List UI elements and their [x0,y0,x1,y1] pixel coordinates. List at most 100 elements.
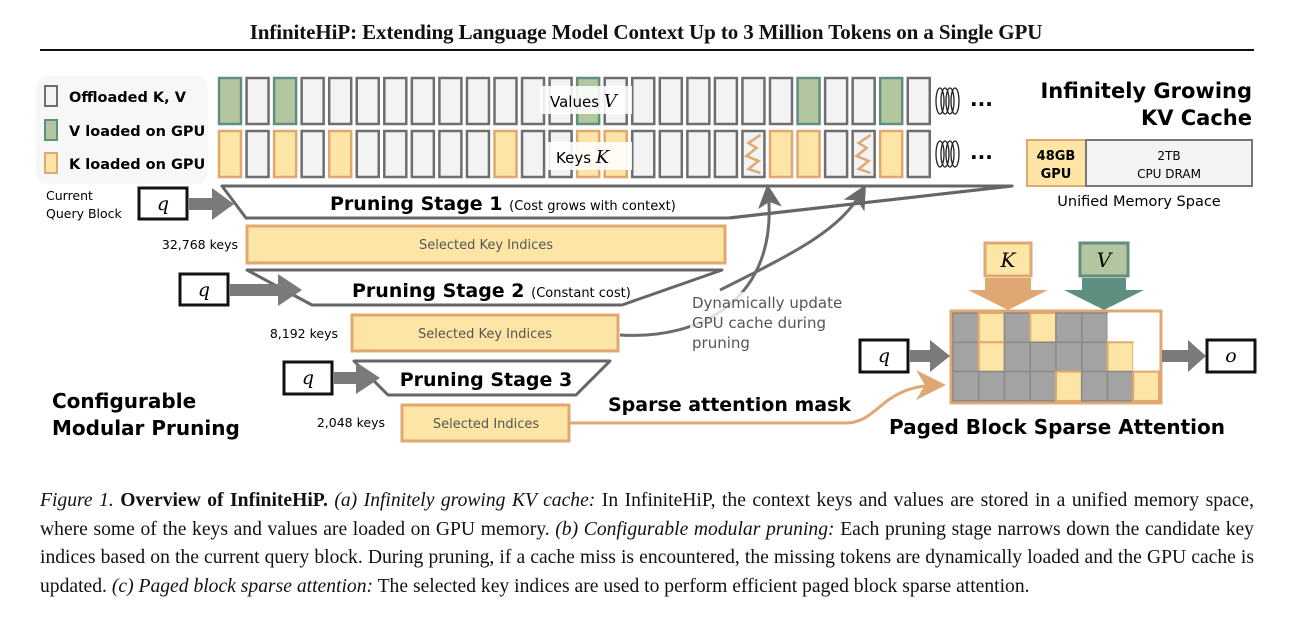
attention-block-masked [1029,341,1057,373]
stage2-keys-count: 8,192 keys [270,326,338,341]
attention-block-empty [1133,342,1159,372]
caption-b-head: (b) Configurable modular pruning: [555,518,835,540]
output-box [1205,338,1257,374]
query-arrow-1-icon [189,188,234,220]
attention-block-selected [977,312,1006,344]
keys-cell-offloaded [245,129,270,179]
attention-mask-grid [952,312,1160,402]
attention-block-masked [952,370,980,402]
keys-cell-offloaded [300,129,325,179]
attention-block-masked [1003,341,1031,373]
pruning-stage-2: Pruning Stage 2 (Constant cost) [245,268,724,307]
legend-label: Offloaded K, V [69,90,187,106]
values-cell-offloaded [465,76,491,126]
current-query-label-line2: Query Block [46,206,123,221]
k-down-arrow-icon [968,278,1048,310]
keys-cell-loaded [217,129,243,179]
legend-label: V loaded on GPU [69,124,205,140]
legend-background [36,76,208,184]
caption-a-head: (a) Infinitely growing KV cache: [334,490,596,511]
attention-block-masked [1106,370,1134,402]
attention-block-empty [1133,313,1159,343]
v-swatch-icon [44,119,58,141]
sparse-mask-arrow [570,370,946,425]
keys-cell-offloaded [658,129,684,179]
stage3-title: Pruning Stage 3 [400,369,573,391]
keys-cell-offloaded [823,129,849,179]
query-box [858,338,910,374]
values-cell-offloaded [658,76,684,126]
keys-cell-offloaded [465,129,491,179]
cpu-memory-label: CPU DRAM [1137,167,1201,181]
keys-cell-loaded [878,129,904,179]
keys-cell-offloaded [438,129,463,179]
legend-item-v: V loaded on GPU [44,119,205,141]
caption-figure-number: Figure 1. [40,490,114,511]
stage2-title: Pruning Stage 2 (Constant cost) [352,280,631,302]
v-input-symbol: V [1097,248,1114,272]
stage1-output-label: Selected Key Indices [419,238,553,253]
legend-item-offloaded: Offloaded K, V [44,85,187,107]
unified-memory-label: Unified Memory Space [1057,194,1221,210]
dynamic-note-line3: pruning [692,334,750,352]
gpu-memory-segment [1026,139,1087,187]
stage1-keys-count: 32,768 keys [162,237,238,252]
values-cell-loaded [796,76,821,126]
stage1-title: Pruning Stage 1 (Cost grows with context… [330,193,676,215]
values-cell-offloaded [438,76,463,126]
caption-b-text: Each pruning stage narrows down the cand… [40,518,1254,597]
attention-block-masked [978,370,1006,402]
legend-item-k: K loaded on GPU [44,152,205,174]
keys-cell-offloaded [713,129,739,179]
values-cell-offloaded [686,76,711,126]
cpu-memory-size: 2TB [1157,149,1180,163]
attention-block-masked [1055,341,1083,373]
figure-header-title: InfiniteHiP: Extending Language Model Co… [249,20,1043,44]
header-rule [40,49,1254,51]
unified-memory-bar: 48GB GPU 2TB CPU DRAM Unified Memory Spa… [1026,139,1253,210]
modular-pruning-title-line1: Configurable [52,389,196,413]
query-block-3: q [282,360,334,396]
query-symbol: q [198,279,210,301]
keys-cell-offloaded [686,129,711,179]
cache-miss-zigzag-icon [854,133,872,175]
values-cell-row [217,76,931,126]
gpu-memory-size: 48GB [1037,149,1076,164]
coil-icon [935,140,960,168]
values-cell-offloaded [713,76,739,126]
query-block-2: q [178,272,230,307]
attention-block-masked [1055,312,1083,344]
caption-bold-title: Overview of InfiniteHiP. [120,490,328,511]
dynamic-note-line1: Dynamically update [692,294,842,312]
attention-block-masked [1081,312,1109,344]
keys-cell-offloaded [355,129,380,179]
attention-block-selected [1132,370,1160,402]
stage3-trapezoid [352,359,612,397]
query-arrow-3-icon [334,362,380,394]
k-swatch-icon [44,152,58,174]
attention-block-selected [1029,312,1057,344]
figure-caption: Figure 1. Overview of InfiniteHiP. (a) I… [40,487,1254,601]
attention-block-selected [977,341,1006,373]
kv-cache-title-line2: KV Cache [1141,106,1252,130]
output-symbol: o [1225,345,1236,367]
attention-block-masked [1081,370,1109,402]
attention-block-masked [952,312,980,344]
keys-cell-offloaded [631,129,656,179]
caption-a-text: In InfiniteHiP, the context keys and val… [40,490,1254,540]
values-cell-offloaded [327,76,353,126]
attention-block-selected [1055,370,1083,402]
attention-output: o [1205,338,1257,374]
query-symbol: q [878,345,890,367]
values-label-bg [540,86,632,114]
stage3-output-label: Selected Indices [433,417,540,432]
modular-pruning-title-line2: Modular Pruning [52,416,240,440]
v-input-box [1078,241,1130,278]
keys-label-bg [546,142,632,170]
stage3-keys-count: 2,048 keys [317,415,385,430]
values-cell-offloaded [355,76,380,126]
keys-ellipsis: ... [970,140,993,164]
attention-block-masked [1029,370,1057,402]
stage1-trapezoid [220,184,1014,220]
values-ellipsis: ... [970,87,993,111]
